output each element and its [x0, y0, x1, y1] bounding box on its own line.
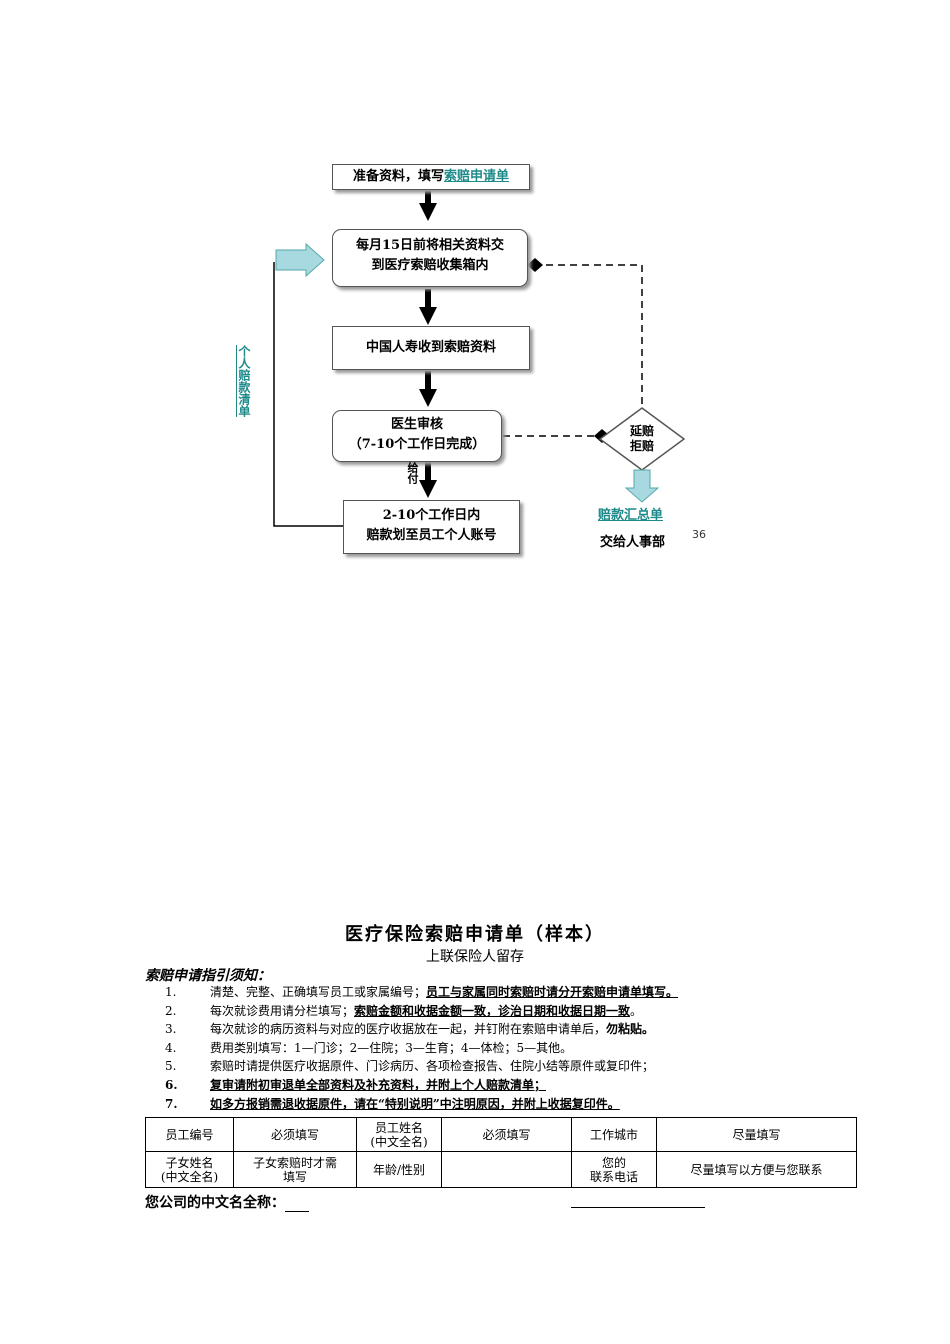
guide-item: 4. 费用类别填写：1—门诊；2—住院；3—生育；4—体检；5—其他。: [165, 1039, 678, 1058]
decision-line2: 拒赔: [629, 439, 654, 453]
guide-item: 5. 索赔时请提供医疗收据原件、门诊病历、各项检查报告、住院小结等原件或复印件；: [165, 1057, 678, 1076]
step-submit-box: 每月15日前将相关资料交 到医疗索赔收集箱内: [332, 229, 528, 287]
arrow-step2-to-step3: [419, 289, 437, 325]
cell-work-city-value[interactable]: 尽量填写: [656, 1117, 857, 1152]
guide-item: 7. 如多方报销需退收据原件，请在“特别说明”中注明原因，并附上收据复印件。: [165, 1095, 678, 1114]
item-number: 6.: [165, 1077, 178, 1092]
flowchart-connectors: [273, 191, 686, 527]
claim-info-table: 员工编号 必须填写 员工姓名 (中文全名) 必须填写 工作城市 尽量填写 子女姓…: [145, 1117, 857, 1188]
step-prepare-docs: 准备资料，填写索赔申请单: [332, 164, 530, 190]
guide-item: 1. 清楚、完整、正确填写员工或家属编号；员工与家属同时索赔时请分开索赔申请单填写…: [165, 983, 678, 1002]
guide-item: 3. 每次就诊的病历资料与对应的医疗收据放在一起，并钉附在索赔申请单后，勿粘贴。: [165, 1020, 678, 1039]
item-number: 2.: [165, 1003, 177, 1018]
item-emphasis: 如多方报销需退收据原件，请在“特别说明”中注明原因，并附上收据复印件。: [210, 1096, 620, 1111]
claim-form-link[interactable]: 索赔申请单: [444, 169, 510, 184]
table-row: 员工编号 必须填写 员工姓名 (中文全名) 必须填写 工作城市 尽量填写: [145, 1117, 857, 1152]
step-submit-line2: 到医疗索赔收集箱内: [371, 258, 489, 273]
personal-claim-list-link[interactable]: 个人赔款清单: [237, 345, 251, 417]
form-title: 医疗保险索赔申请单（样本）: [345, 924, 605, 945]
dashed-decision-to-step2: [536, 264, 643, 416]
loop-block-arrow: [275, 242, 325, 278]
claim-flowchart: 准备资料，填写索赔申请单 每月15日前将相关资料交 到医疗索赔收集箱内 中国人寿…: [0, 0, 950, 600]
decision-line1: 延赔: [629, 424, 654, 438]
step-prepare-text: 准备资料，填写: [352, 169, 444, 184]
guide-item: 6. 复审请附初审退单全部资料及补充资料，并附上个人赔款清单；: [165, 1076, 678, 1095]
guide-list: 1. 清楚、完整、正确填写员工或家属编号；员工与家属同时索赔时请分开索赔申请单填写…: [165, 983, 678, 1113]
item-number: 7.: [165, 1096, 178, 1111]
guide-item: 2. 每次就诊费用请分栏填写；索赔金额和收据金额一致，诊治日期和收据日期一致。: [165, 1002, 678, 1021]
dashed-arrowhead-step2: [527, 258, 543, 272]
item-tail: 。: [630, 1003, 643, 1018]
slide-page-number: 36: [692, 528, 706, 541]
cell-employee-id-label: 员工编号: [145, 1117, 234, 1152]
cell-employee-id-value[interactable]: 必须填写: [233, 1117, 357, 1152]
loop-line: [273, 262, 343, 527]
step-payout-line2: 赔款划至员工个人账号: [366, 528, 497, 543]
item-text: 索赔时请提供医疗收据原件、门诊病历、各项检查报告、住院小结等原件或复印件；: [210, 1059, 655, 1074]
item-text: 费用类别填写：1—门诊；2—住院；3—生育；4—体检；5—其他。: [210, 1040, 573, 1055]
form-subtitle: 上联保险人留存: [426, 949, 524, 965]
cell-employee-name-value[interactable]: 必须填写: [441, 1117, 572, 1152]
arrow-step1-to-step2: [419, 191, 437, 221]
company-name-line[interactable]: [571, 1207, 705, 1208]
item-number: 5.: [165, 1059, 177, 1074]
cell-phone-value[interactable]: 尽量填写以方便与您联系: [656, 1151, 857, 1188]
to-hr-label: 交给人事部: [600, 535, 666, 550]
step-payout-line1: 2-10个工作日内: [382, 508, 481, 523]
decision-label: 延赔 拒赔: [617, 424, 667, 454]
step-insurer-text: 中国人寿收到索赔资料: [365, 340, 496, 355]
cell-age-gender-value[interactable]: [441, 1151, 572, 1188]
item-number: 4.: [165, 1040, 177, 1055]
cell-child-name-value[interactable]: 子女索赔时才需 填写: [233, 1151, 357, 1188]
item-text: 清楚、完整、正确填写员工或家属编号；: [210, 985, 427, 999]
item-text: 每次就诊费用请分栏填写；: [210, 1003, 355, 1018]
cell-child-name-label: 子女姓名 (中文全名): [145, 1151, 234, 1188]
step-payout: 2-10个工作日内 赔款划至员工个人账号: [343, 500, 520, 554]
arrow-step3-to-step4: [419, 371, 437, 407]
cell-age-gender-label: 年龄/性别: [356, 1151, 442, 1188]
company-name-row: 您公司的中文名全称：: [145, 1192, 309, 1212]
item-emphasis: 员工与家属同时索赔时请分开索赔申请单填写。: [426, 985, 679, 999]
company-name-blank[interactable]: [285, 1199, 309, 1212]
cell-work-city-label: 工作城市: [571, 1117, 657, 1152]
table-row: 子女姓名 (中文全名) 子女索赔时才需 填写 年龄/性别 您的 联系电话 尽量填…: [145, 1151, 857, 1188]
company-name-label: 您公司的中文名全称：: [145, 1195, 285, 1211]
item-emphasis: 勿粘贴。: [606, 1022, 655, 1037]
pay-label: 给付: [406, 462, 419, 484]
item-emphasis: 索赔金额和收据金额一致，诊治日期和收据日期一致: [354, 1003, 631, 1018]
item-emphasis: 复审请附初审退单全部资料及补充资料，并附上个人赔款清单；: [210, 1077, 547, 1092]
item-text: 每次就诊的病历资料与对应的医疗收据放在一起，并钉附在索赔申请单后，: [210, 1022, 607, 1037]
cell-phone-label: 您的 联系电话: [571, 1151, 657, 1188]
guide-title: 索赔申请指引须知：: [145, 968, 271, 984]
step-review-line2: （7-10个工作日完成）: [348, 437, 486, 452]
step-submit-line1: 每月15日前将相关资料交: [355, 238, 505, 253]
step-doctor-review: 医生审核 （7-10个工作日完成）: [332, 410, 502, 462]
summary-block-arrow: [624, 469, 660, 503]
step-review-line1: 医生审核: [390, 417, 443, 432]
arrow-step4-to-step5: [419, 462, 437, 498]
step-insurer-receive: 中国人寿收到索赔资料: [332, 326, 530, 370]
item-number: 1.: [165, 985, 177, 999]
claim-summary-link[interactable]: 赔款汇总单: [598, 508, 664, 523]
cell-employee-name-label: 员工姓名 (中文全名): [356, 1117, 442, 1152]
item-number: 3.: [165, 1022, 177, 1037]
